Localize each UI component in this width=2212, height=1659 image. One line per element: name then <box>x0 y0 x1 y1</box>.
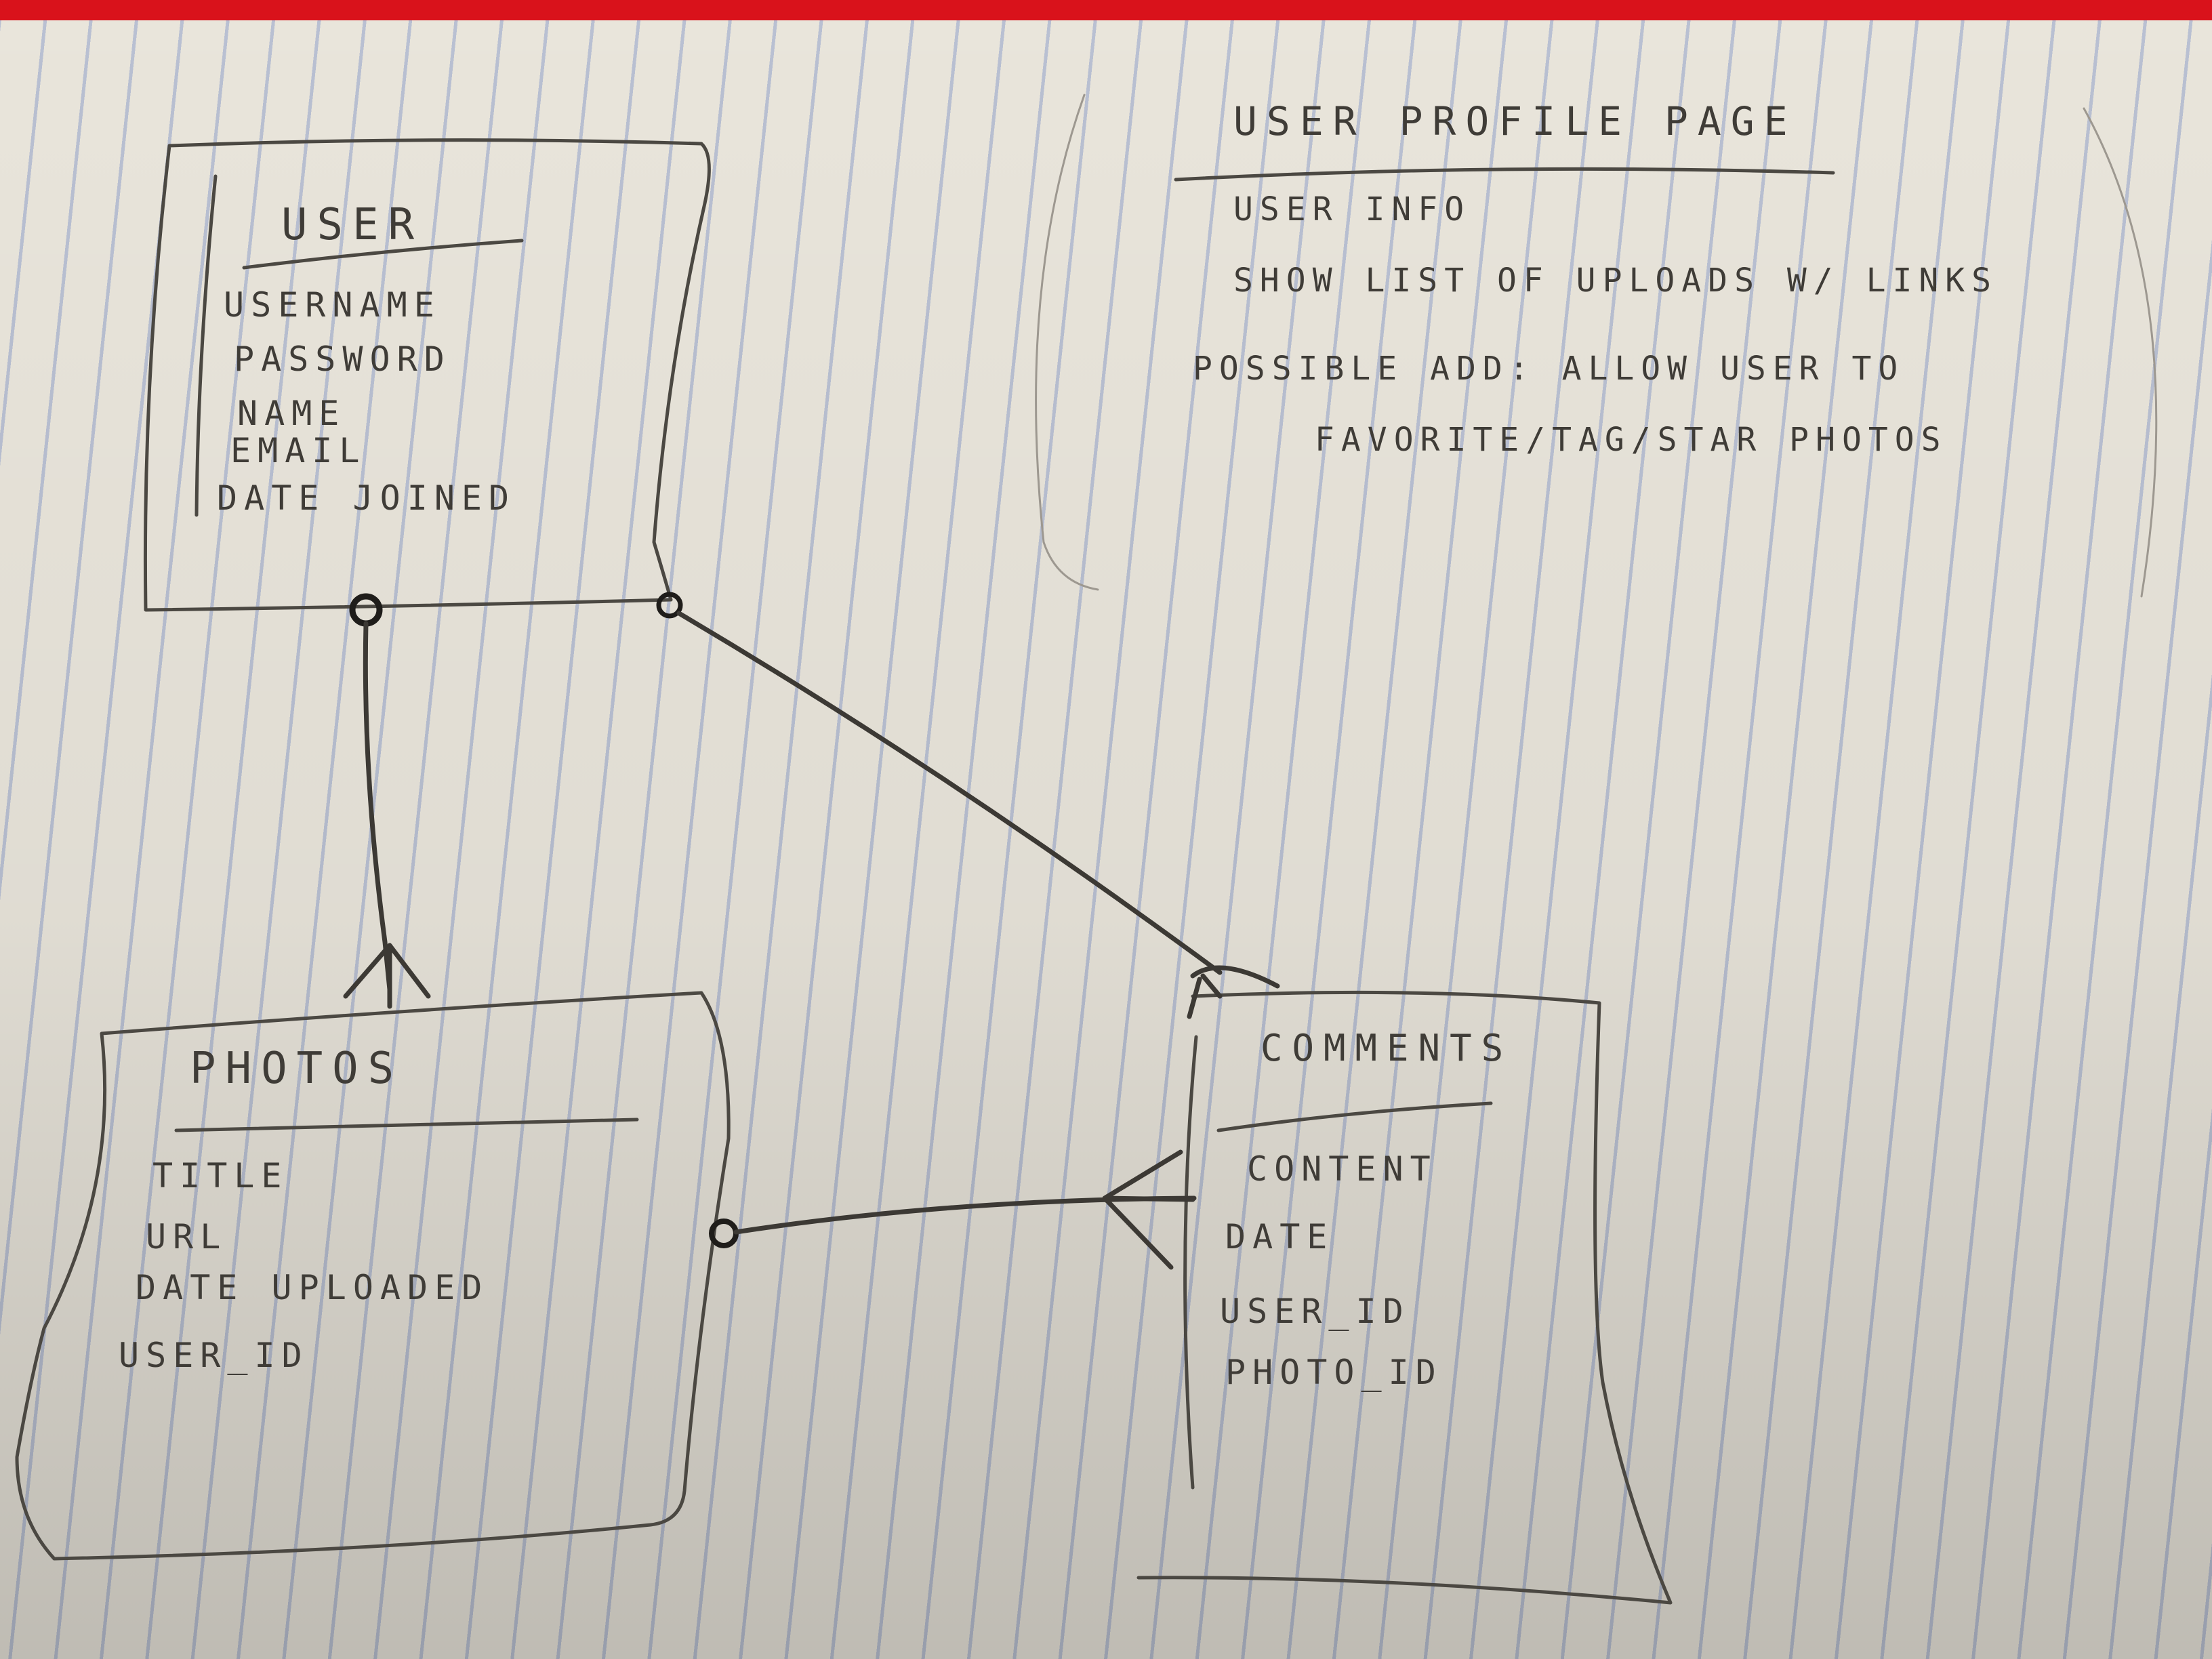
red-paper-edge <box>0 0 2212 20</box>
photos-attr-title: TITLE <box>152 1156 289 1195</box>
photos-entity-box <box>15 991 731 1561</box>
comments-entity-left-margin <box>1183 1035 1198 1490</box>
user-photos-crow-foot-icon <box>343 943 431 1009</box>
user-photos-line <box>363 621 392 992</box>
user-attr-name: NAME <box>237 394 346 433</box>
profile-note-title: USER PROFILE PAGE <box>1233 98 1797 144</box>
photos-comments-crow-foot-icon <box>1102 1149 1195 1270</box>
comments-attr-content: CONTENT <box>1247 1149 1437 1189</box>
comments-attr-user-id: USER_ID <box>1220 1292 1410 1331</box>
profile-note-frame <box>1035 94 1099 591</box>
user-entity-box <box>143 138 711 612</box>
user-entity-title: USER <box>281 200 424 250</box>
user-title-underline <box>242 239 524 270</box>
user-photos-one-end-icon <box>349 593 383 627</box>
profile-note-line-2: SHOW LIST OF UPLOADS W/ LINKS <box>1233 262 1999 300</box>
profile-note-line-4: FAVORITE/TAG/STAR PHOTOS <box>1315 421 1948 459</box>
profile-title-underline <box>1174 167 1835 182</box>
comments-title-underline <box>1216 1101 1493 1132</box>
profile-note-frame-right <box>2083 107 2158 598</box>
user-attr-email: EMAIL <box>230 431 367 470</box>
photos-attr-url: URL <box>146 1217 228 1256</box>
user-attr-username: USERNAME <box>224 285 441 325</box>
comments-attr-photo-id: PHOTO_ID <box>1225 1353 1443 1392</box>
photos-attr-date-uploaded: DATE UPLOADED <box>136 1268 489 1307</box>
comments-attr-date: DATE <box>1225 1217 1334 1256</box>
photos-comments-line <box>733 1195 1197 1235</box>
user-attr-password: PASSWORD <box>234 340 451 379</box>
user-entity-left-margin <box>194 174 218 517</box>
user-comments-line <box>676 611 1223 975</box>
photos-title-underline <box>174 1118 639 1132</box>
user-attr-date-joined: DATE JOINED <box>217 478 516 518</box>
photos-attr-user-id: USER_ID <box>119 1336 309 1375</box>
profile-note-line-1: USER INFO <box>1233 190 1471 228</box>
photos-entity-title: PHOTOS <box>190 1044 404 1094</box>
user-comments-crow-foot-icon <box>1187 965 1280 1019</box>
comments-entity-box <box>1136 990 1673 1605</box>
comments-entity-title: COMMENTS <box>1261 1027 1513 1069</box>
profile-note-line-3: POSSIBLE ADD: ALLOW USER TO <box>1193 350 1905 388</box>
user-comments-one-end-icon <box>656 592 683 619</box>
